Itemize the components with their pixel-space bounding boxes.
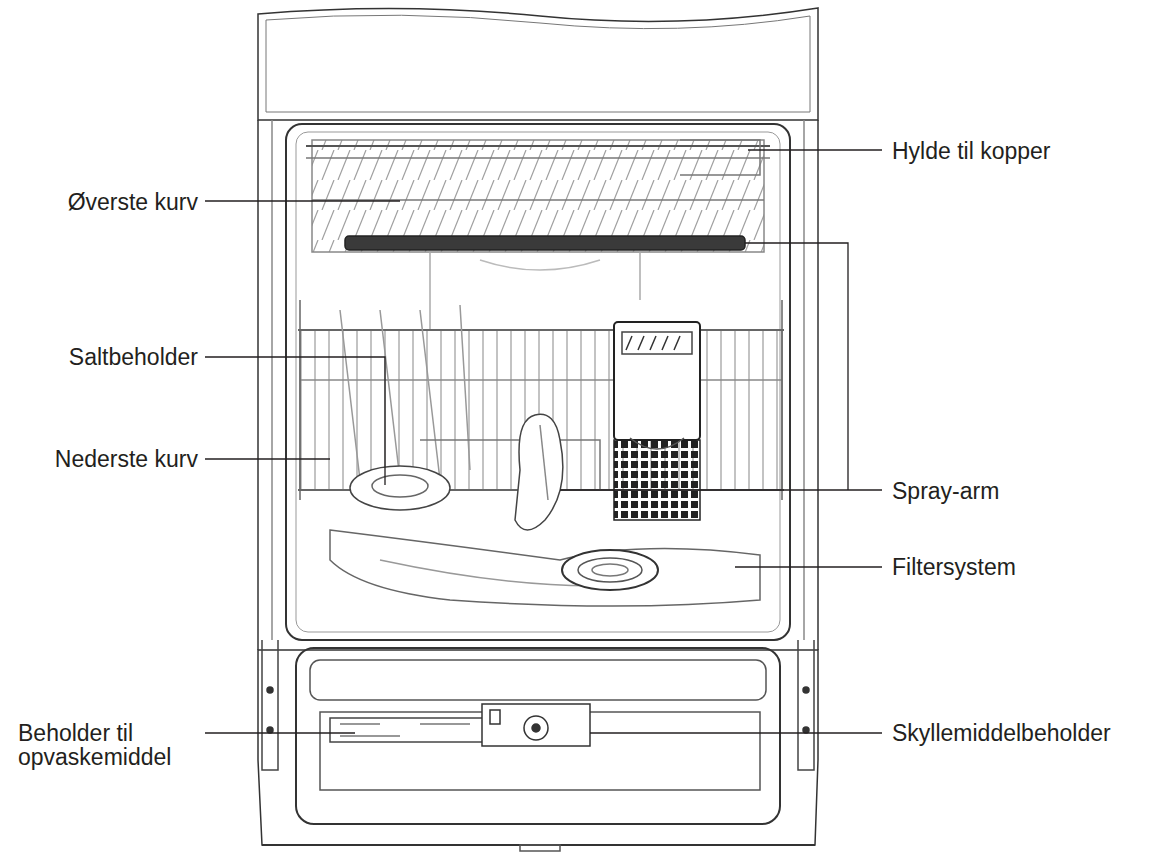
leader-line — [748, 149, 882, 150]
part-label: Hylde til kopper — [892, 139, 1051, 163]
machine-body — [258, 8, 818, 851]
leader-line — [205, 200, 400, 201]
part-label: Spray-arm — [892, 479, 999, 503]
leader-line — [745, 243, 848, 490]
leader-line — [560, 489, 882, 490]
part-label: Saltbeholder — [69, 345, 198, 369]
part-label: Beholder til opvaskemiddel — [18, 721, 198, 769]
leader-line — [205, 357, 385, 485]
leader-line — [205, 732, 355, 733]
part-label: Filtersystem — [892, 555, 1016, 579]
part-label: Skyllemiddelbeholder — [892, 721, 1111, 745]
leader-lines — [205, 150, 882, 733]
leader-line — [735, 566, 882, 567]
part-label: Nederste kurv — [55, 447, 198, 471]
leader-line — [205, 458, 330, 459]
part-label: Øverste kurv — [68, 190, 198, 214]
leader-line — [590, 732, 882, 733]
